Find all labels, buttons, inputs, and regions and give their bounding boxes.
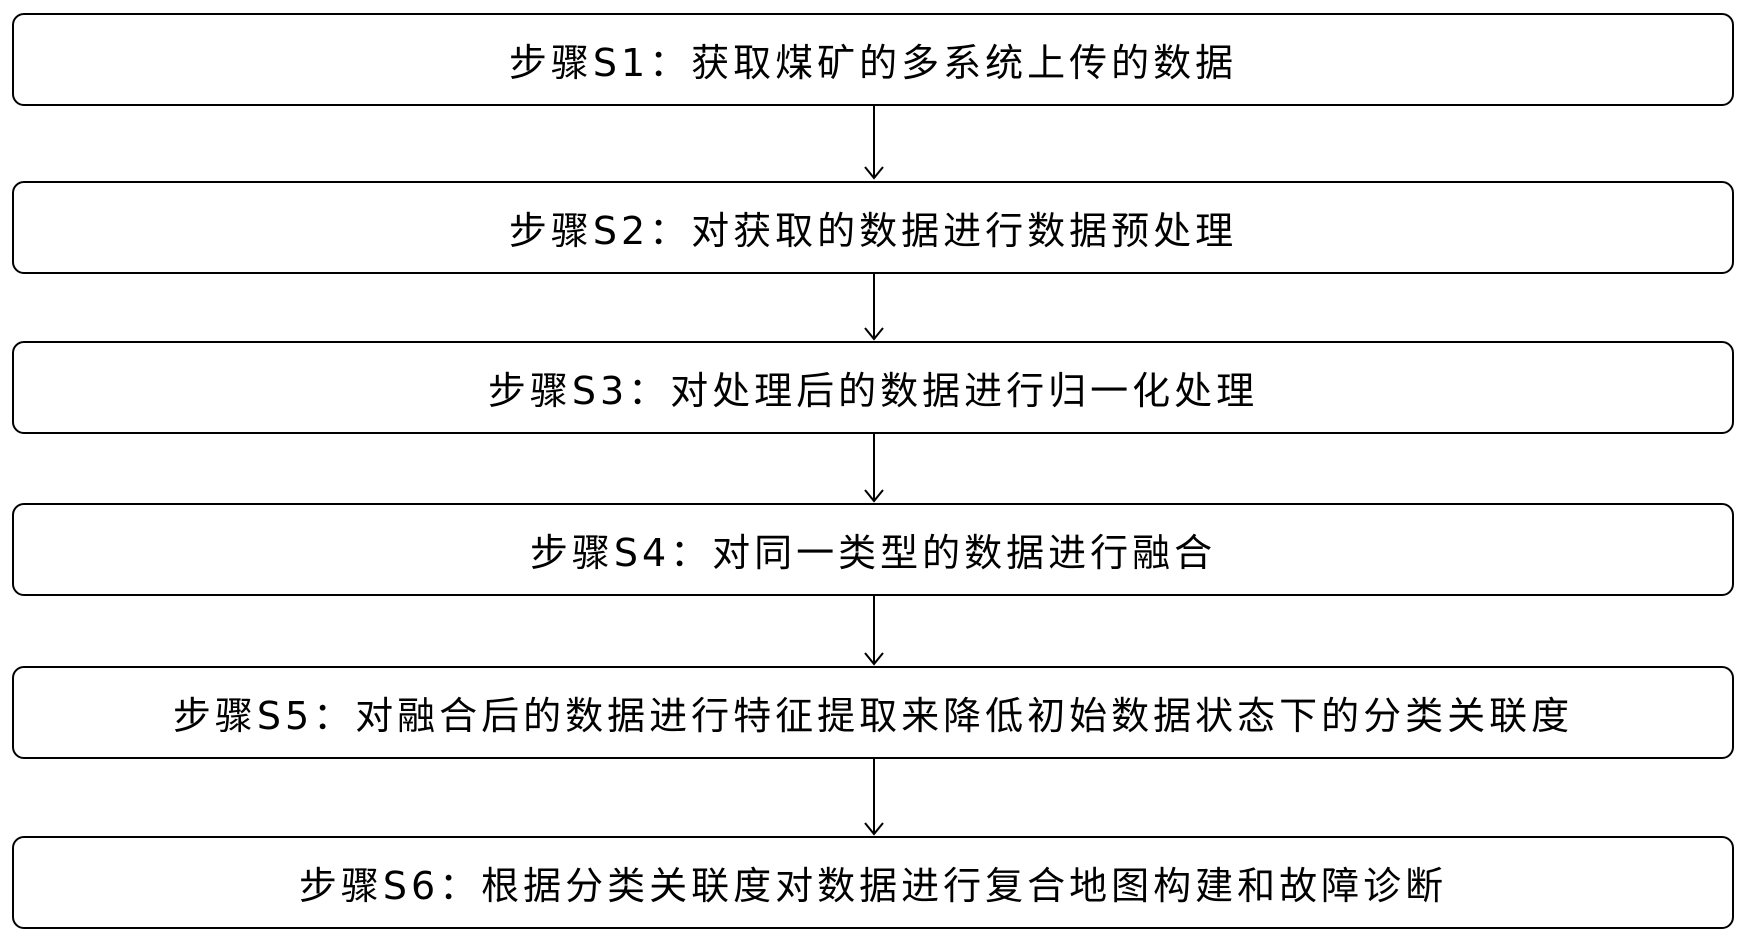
step-label-s1: 步骤S1：获取煤矿的多系统上传的数据 — [508, 41, 1238, 85]
arrow-s1-to-s2 — [864, 105, 884, 180]
arrow-s5-to-s6 — [864, 758, 884, 836]
step-box-s3: 步骤S3：对处理后的数据进行归一化处理 — [12, 341, 1734, 434]
step-label-s4: 步骤S4：对同一类型的数据进行融合 — [529, 531, 1217, 575]
step-label-s6: 步骤S6：根据分类关联度对数据进行复合地图构建和故障诊断 — [298, 864, 1448, 908]
step-label-s5: 步骤S5：对融合后的数据进行特征提取来降低初始数据状态下的分类关联度 — [172, 694, 1574, 738]
arrow-s4-to-s5 — [864, 595, 884, 666]
step-box-s4: 步骤S4：对同一类型的数据进行融合 — [12, 503, 1734, 596]
step-box-s2: 步骤S2：对获取的数据进行数据预处理 — [12, 181, 1734, 274]
step-box-s6: 步骤S6：根据分类关联度对数据进行复合地图构建和故障诊断 — [12, 836, 1734, 929]
step-label-s3: 步骤S3：对处理后的数据进行归一化处理 — [487, 369, 1259, 413]
step-label-s2: 步骤S2：对获取的数据进行数据预处理 — [508, 209, 1238, 253]
step-box-s5: 步骤S5：对融合后的数据进行特征提取来降低初始数据状态下的分类关联度 — [12, 666, 1734, 759]
arrow-s3-to-s4 — [864, 433, 884, 503]
arrow-s2-to-s3 — [864, 273, 884, 341]
step-box-s1: 步骤S1：获取煤矿的多系统上传的数据 — [12, 13, 1734, 106]
